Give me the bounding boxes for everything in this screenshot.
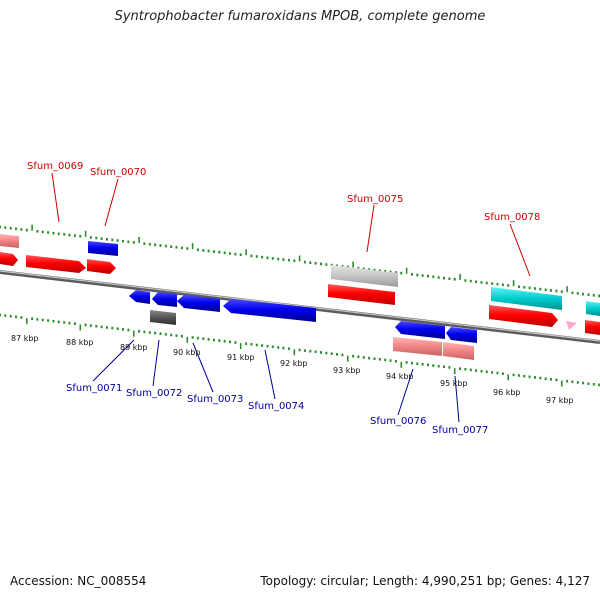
kbp-label: 89 kbp bbox=[120, 343, 148, 352]
upper-gene-labels: Sfum_0069 Sfum_0070 Sfum_0075 Sfum_0078 bbox=[27, 161, 540, 223]
gene-label-sfum-0075[interactable]: Sfum_0075 bbox=[347, 194, 403, 205]
gene-label-sfum-0072[interactable]: Sfum_0072 bbox=[126, 388, 182, 399]
lower-label-leaders bbox=[92, 339, 460, 423]
genome-summary-text: Topology: circular; Length: 4,990,251 bp… bbox=[260, 574, 590, 588]
kbp-label: 95 kbp bbox=[440, 379, 468, 388]
gene-label-sfum-0074[interactable]: Sfum_0074 bbox=[248, 401, 304, 412]
gene-block[interactable] bbox=[393, 337, 442, 356]
gene-arrow[interactable] bbox=[87, 259, 116, 274]
kbp-label: 90 kbp bbox=[173, 348, 201, 357]
gene-arrow[interactable] bbox=[489, 305, 558, 327]
gene-arrow[interactable] bbox=[152, 292, 177, 307]
gene-block[interactable] bbox=[586, 301, 600, 316]
gene-arrow[interactable] bbox=[223, 299, 316, 322]
kbp-label: 92 kbp bbox=[280, 359, 308, 368]
gene-label-sfum-0069[interactable]: Sfum_0069 bbox=[27, 161, 83, 172]
accession-text: Accession: NC_008554 bbox=[10, 574, 147, 588]
gene-label-sfum-0078[interactable]: Sfum_0078 bbox=[484, 212, 540, 223]
page-title: Syntrophobacter fumaroxidans MPOB, compl… bbox=[114, 9, 486, 24]
upper-strand-features bbox=[0, 234, 600, 335]
kbp-label: 93 kbp bbox=[333, 366, 361, 375]
gene-block[interactable] bbox=[88, 241, 118, 256]
kbp-label: 87 kbp bbox=[11, 334, 39, 343]
gene-label-sfum-0076[interactable]: Sfum_0076 bbox=[370, 416, 426, 427]
gene-label-sfum-0073[interactable]: Sfum_0073 bbox=[187, 394, 243, 405]
gene-arrow[interactable] bbox=[26, 255, 86, 273]
genome-backbone-highlight bbox=[0, 270, 600, 342]
gene-label-sfum-0071[interactable]: Sfum_0071 bbox=[66, 383, 122, 394]
gene-block[interactable] bbox=[585, 320, 600, 335]
gene-block[interactable] bbox=[491, 287, 562, 310]
gene-block[interactable] bbox=[443, 342, 474, 360]
kbp-label: 94 kbp bbox=[386, 372, 414, 381]
gene-label-sfum-0077[interactable]: Sfum_0077 bbox=[432, 425, 488, 436]
gene-arrow[interactable] bbox=[395, 321, 445, 339]
gene-arrow[interactable] bbox=[566, 321, 577, 330]
gene-block[interactable] bbox=[0, 234, 19, 248]
gene-block[interactable] bbox=[328, 284, 395, 305]
kbp-label: 96 kbp bbox=[493, 388, 521, 397]
gene-arrow[interactable] bbox=[446, 327, 477, 343]
gene-arrow[interactable] bbox=[177, 295, 220, 312]
kbp-label: 97 kbp bbox=[546, 396, 574, 405]
upper-label-leaders bbox=[51, 172, 531, 277]
gene-label-sfum-0070[interactable]: Sfum_0070 bbox=[90, 167, 146, 178]
gene-block[interactable] bbox=[331, 265, 398, 287]
gene-arrow[interactable] bbox=[129, 290, 150, 304]
kbp-label: 91 kbp bbox=[227, 353, 255, 362]
ruler-labels: 87 kbp 88 kbp 89 kbp 90 kbp 91 kbp 92 kb… bbox=[11, 334, 574, 405]
lower-gene-labels: Sfum_0071 Sfum_0072 Sfum_0073 Sfum_0074 … bbox=[66, 383, 488, 436]
gene-arrow[interactable] bbox=[0, 252, 18, 266]
kbp-label: 88 kbp bbox=[66, 338, 94, 347]
ruler-lower bbox=[0, 313, 600, 387]
lower-strand-features bbox=[129, 290, 477, 360]
gene-block[interactable] bbox=[150, 310, 176, 325]
